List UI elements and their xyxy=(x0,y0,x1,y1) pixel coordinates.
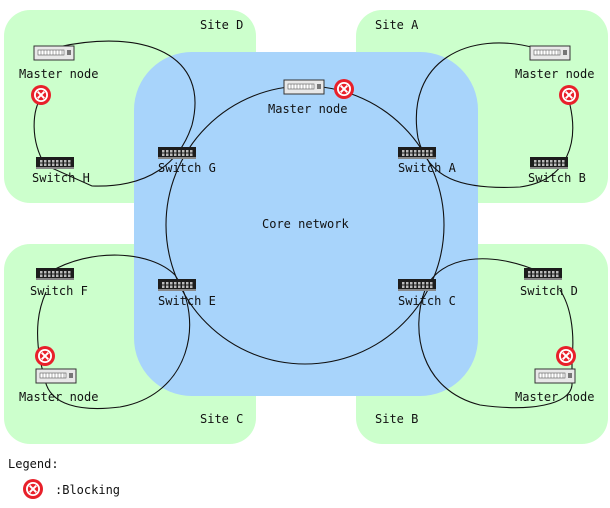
master-node-c-label: Master node xyxy=(19,390,98,404)
switch-h-label: Switch H xyxy=(32,171,90,185)
switch-g-label: Switch G xyxy=(158,161,216,175)
legend-blocking-label: :Blocking xyxy=(55,483,120,497)
master-node-core-label: Master node xyxy=(268,102,347,116)
blocking-b-icon xyxy=(555,345,577,367)
switch-c-label: Switch C xyxy=(398,294,456,308)
site-c-label: Site C xyxy=(200,412,243,426)
switch-f-label: Switch F xyxy=(30,284,88,298)
switch-d-icon xyxy=(524,268,562,280)
blocking-c-icon xyxy=(34,345,56,367)
core-network-label: Core network xyxy=(262,217,349,231)
legend-blocking-icon xyxy=(22,478,44,500)
site-a-label: Site A xyxy=(375,18,419,32)
blocking-d-icon xyxy=(30,84,52,106)
master-node-d-label: Master node xyxy=(19,67,98,81)
master-node-core-icon xyxy=(283,79,325,95)
master-node-b-icon xyxy=(534,368,576,384)
master-node-d-icon xyxy=(33,45,75,61)
master-node-b-label: Master node xyxy=(515,390,594,404)
master-node-a-icon xyxy=(529,45,571,61)
switch-a-label: Switch A xyxy=(398,161,457,175)
core-network-area xyxy=(134,52,478,396)
switch-g-icon xyxy=(158,147,196,159)
switch-c-icon xyxy=(398,279,436,291)
master-node-c-icon xyxy=(35,368,77,384)
blocking-core-icon xyxy=(333,78,355,100)
switch-a-icon xyxy=(398,147,436,159)
blocking-a-icon xyxy=(558,84,580,106)
switch-h-icon xyxy=(36,157,74,169)
switch-e-label: Switch E xyxy=(158,294,216,308)
switch-f-icon xyxy=(36,268,74,280)
site-d-label: Site D xyxy=(200,18,243,32)
site-a-ring xyxy=(415,42,574,188)
switch-b-label: Switch B xyxy=(528,171,586,185)
switch-d-label: Switch D xyxy=(520,284,578,298)
switch-b-icon xyxy=(530,157,568,169)
legend-title: Legend: xyxy=(8,457,59,471)
master-node-a-label: Master node xyxy=(515,67,594,81)
switch-e-icon xyxy=(158,279,196,291)
site-b-label: Site B xyxy=(375,412,418,426)
